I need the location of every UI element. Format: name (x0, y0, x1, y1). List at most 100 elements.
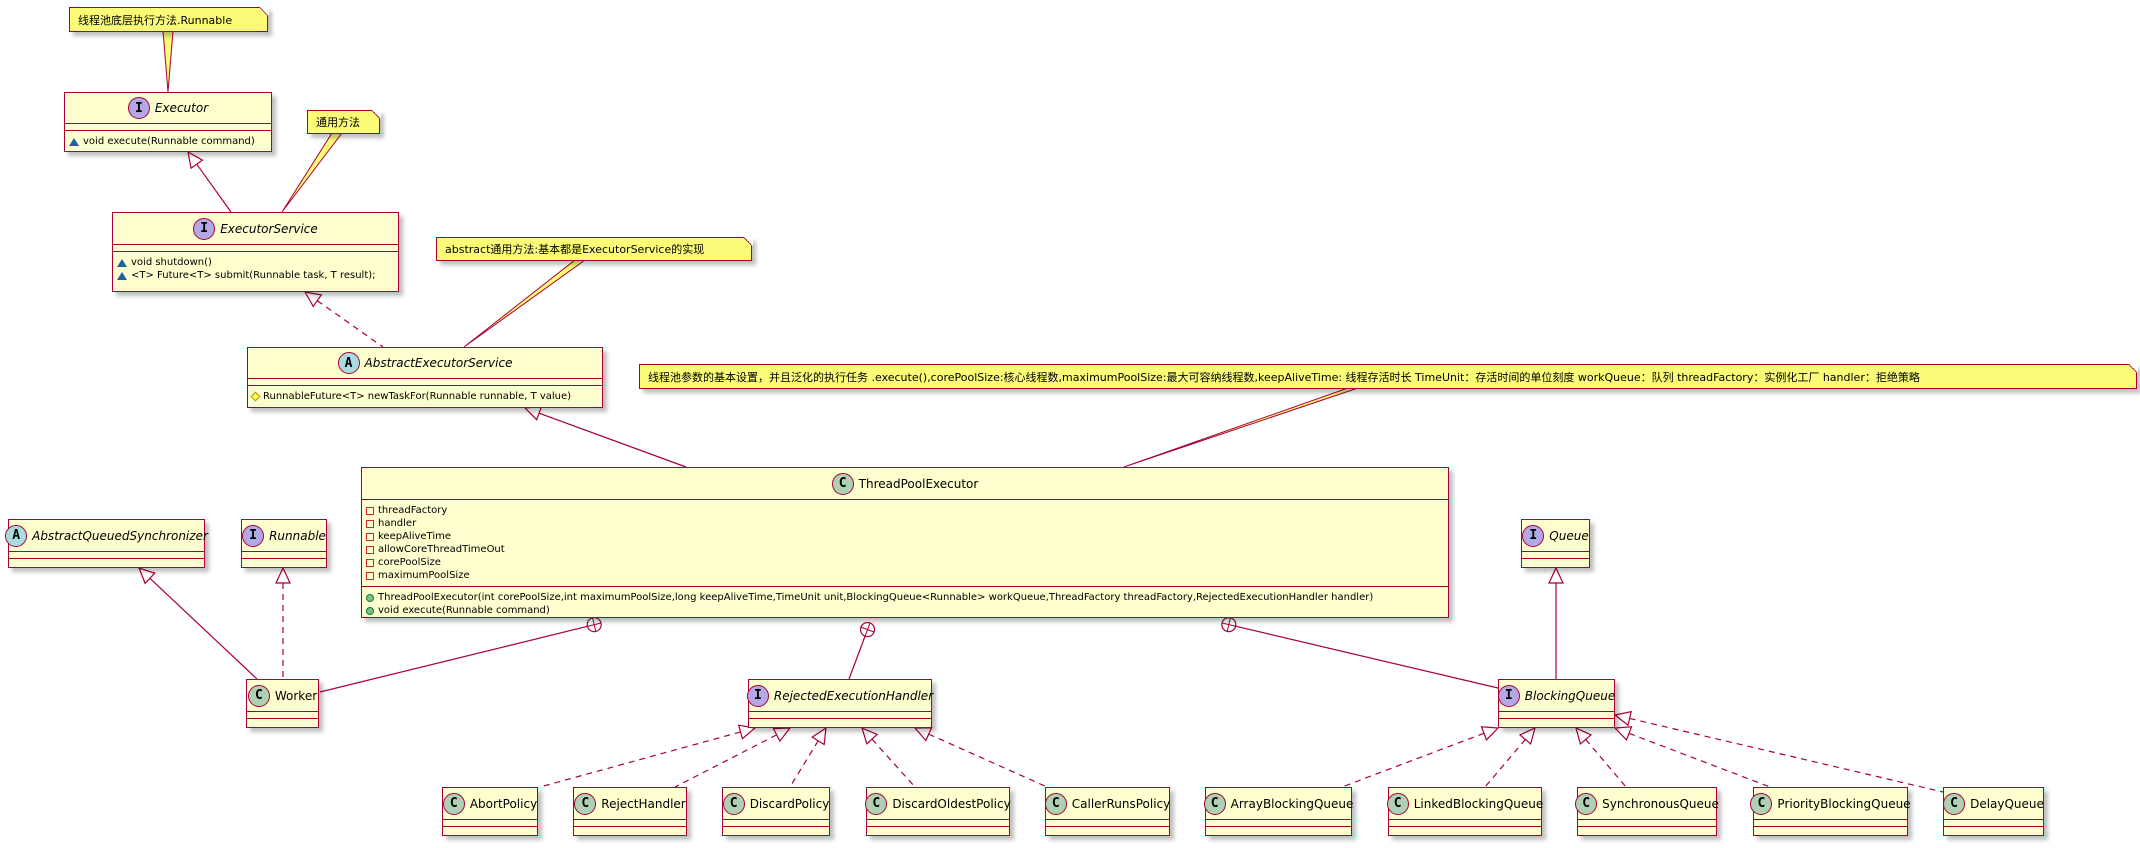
extends-line (149, 577, 258, 680)
fields-compartment (574, 820, 686, 827)
implements-line (674, 734, 777, 788)
note-connector (162, 30, 174, 93)
class-name: DiscardPolicy (749, 796, 830, 811)
field: maximumPoolSize (366, 569, 1444, 582)
class-name: AbstractQueuedSynchronizer (32, 528, 208, 543)
nested-class-line (319, 625, 588, 693)
method-text: RunnableFuture<T> newTaskFor(Runnable ru… (263, 391, 572, 402)
inheritance-arrowhead-icon (1575, 726, 1593, 746)
class-badge-icon: C (1386, 792, 1409, 815)
class-badge-icon: C (1044, 792, 1067, 815)
inheritance-arrowhead-icon (1613, 726, 1633, 741)
class-name: SynchronousQueue (1602, 796, 1719, 811)
implements-line (789, 740, 819, 788)
class-name: PriorityBlockingQueue (1777, 796, 1911, 811)
fields-compartment (1389, 820, 1541, 827)
class-badge-icon: C (831, 472, 854, 495)
fields-compartment (1499, 712, 1614, 719)
protected-visibility-icon (250, 391, 261, 402)
fields-compartment (113, 245, 398, 252)
implements-line (1629, 717, 1944, 793)
methods-compartment (1499, 719, 1614, 726)
class-name: ExecutorService (220, 221, 318, 236)
field: keepAliveTime (366, 530, 1444, 543)
class-badge-icon: C (1575, 792, 1598, 815)
fields-compartment (9, 552, 204, 559)
methods-compartment: void execute(Runnable command) (65, 131, 271, 152)
private-visibility-icon (366, 532, 374, 541)
method: RunnableFuture<T> newTaskFor(Runnable ru… (250, 390, 598, 403)
private-visibility-icon (366, 519, 374, 528)
fields-compartment (1578, 820, 1716, 827)
interface-badge-icon: I (242, 524, 265, 547)
class-synchronous-queue[interactable]: C SynchronousQueue (1575, 787, 1719, 836)
note-connector (1123, 387, 1359, 468)
fields-compartment (1206, 820, 1351, 827)
nested-class-line (1235, 625, 1499, 689)
class-caller-runs-policy[interactable]: C CallerRunsPolicy (1044, 787, 1171, 836)
interface-badge-icon: I (746, 684, 769, 707)
fields-compartment (248, 379, 602, 386)
private-visibility-icon (366, 545, 374, 554)
implements-line (1628, 732, 1771, 788)
fields-compartment (723, 820, 829, 827)
methods-compartment (1522, 559, 1589, 566)
field-text: threadFactory (378, 505, 448, 516)
field-text: corePoolSize (378, 557, 441, 568)
class-name: CallerRunsPolicy (1071, 796, 1171, 811)
nested-circle-icon (860, 626, 875, 633)
interface-badge-icon: I (193, 217, 216, 240)
private-visibility-icon (366, 558, 374, 567)
methods-compartment (574, 827, 686, 834)
note-executor-note: 线程池底层执行方法.Runnable (69, 6, 269, 32)
interface-badge-icon: I (127, 97, 150, 119)
methods-compartment (1389, 827, 1541, 834)
methods-compartment (749, 719, 931, 726)
extends-line (196, 163, 232, 213)
class-badge-icon: C (865, 792, 888, 815)
inheritance-arrowhead-icon (1613, 710, 1633, 727)
inheritance-arrowhead-icon (1518, 726, 1536, 746)
package-visibility-icon (117, 258, 127, 267)
methods-compartment (9, 559, 204, 566)
class-name: DiscardOldestPolicy (892, 796, 1011, 811)
nested-circle-icon (1226, 617, 1231, 632)
class-discard-oldest-policy[interactable]: C DiscardOldestPolicy (865, 787, 1011, 836)
class-header: C ThreadPoolExecutor (362, 468, 1448, 500)
class-name: ThreadPoolExecutor (858, 476, 979, 491)
method-text: void execute(Runnable command) (378, 605, 550, 616)
public-visibility-icon (366, 606, 374, 615)
inheritance-arrowhead-icon (137, 567, 156, 585)
methods-compartment (1754, 827, 1907, 834)
methods-compartment (247, 719, 318, 726)
inheritance-arrowhead-icon (187, 150, 204, 170)
fields-compartment (65, 124, 271, 131)
implements-line (1585, 739, 1627, 788)
class-header: C SynchronousQueue (1575, 788, 1719, 820)
implements-line (871, 738, 916, 788)
fields-compartment (1522, 552, 1589, 559)
